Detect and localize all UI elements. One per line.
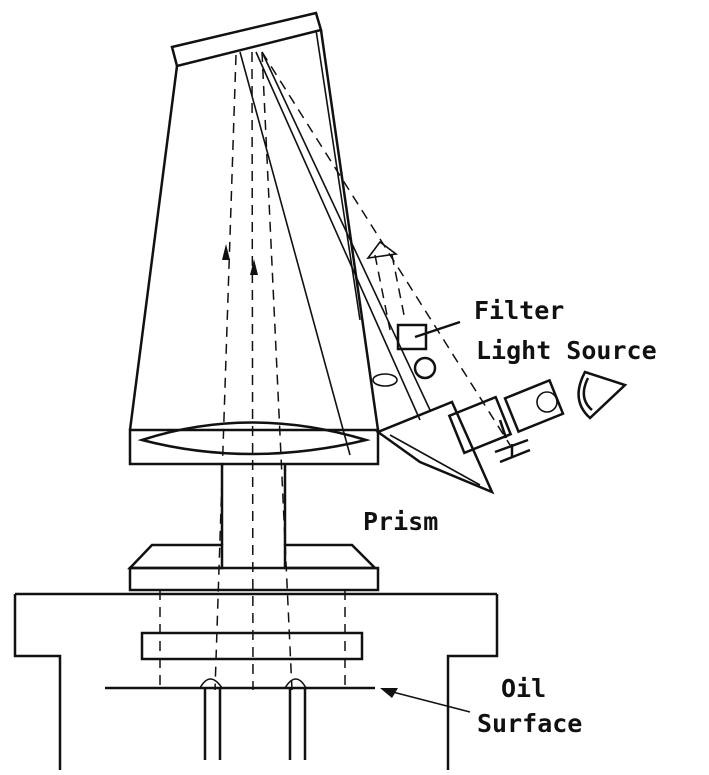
filter-label: Filter <box>474 296 565 325</box>
eye-icon <box>577 370 628 420</box>
tube-body <box>128 29 380 431</box>
oil-label: Oil <box>501 674 547 703</box>
top-mirror <box>170 11 323 68</box>
prism-label: Prism <box>363 507 439 536</box>
light-source-label: Light Source <box>476 336 657 365</box>
surface-label: Surface <box>477 709 583 738</box>
oil-vessel <box>13 590 499 770</box>
prism-block <box>127 464 380 592</box>
ray-paths <box>214 51 511 691</box>
lens-housing <box>128 421 380 466</box>
side-optics-arm <box>366 240 565 495</box>
